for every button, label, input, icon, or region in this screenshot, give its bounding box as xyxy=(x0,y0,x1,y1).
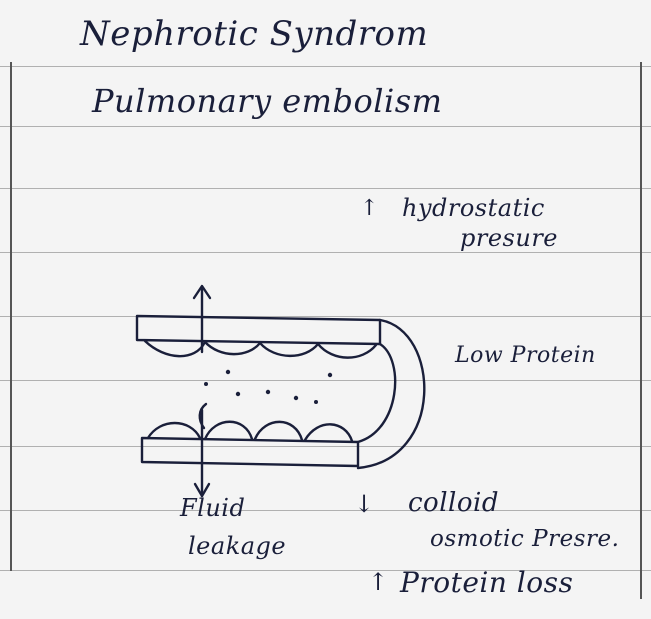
protein-dot xyxy=(314,400,318,404)
endothelial-cell xyxy=(260,343,318,356)
endothelial-cell xyxy=(205,422,252,439)
protein-dot xyxy=(204,382,208,386)
protein-dot xyxy=(328,373,332,377)
endothelial-cell xyxy=(205,342,260,354)
endothelial-cell xyxy=(145,341,205,356)
vessel-wall-top xyxy=(137,316,380,344)
endothelial-cell xyxy=(148,423,200,438)
protein-dots xyxy=(204,370,332,404)
endothelial-cell xyxy=(255,422,302,440)
endothelial-cell xyxy=(305,424,352,441)
protein-dot xyxy=(226,370,230,374)
vessel-wall-bottom xyxy=(142,438,358,466)
vessel-curve-inner xyxy=(358,344,395,442)
vessel-curve-outer xyxy=(358,320,424,468)
protein-dot xyxy=(236,392,240,396)
protein-dot xyxy=(266,390,270,394)
protein-dot xyxy=(294,396,298,400)
endothelial-cell xyxy=(318,344,376,358)
